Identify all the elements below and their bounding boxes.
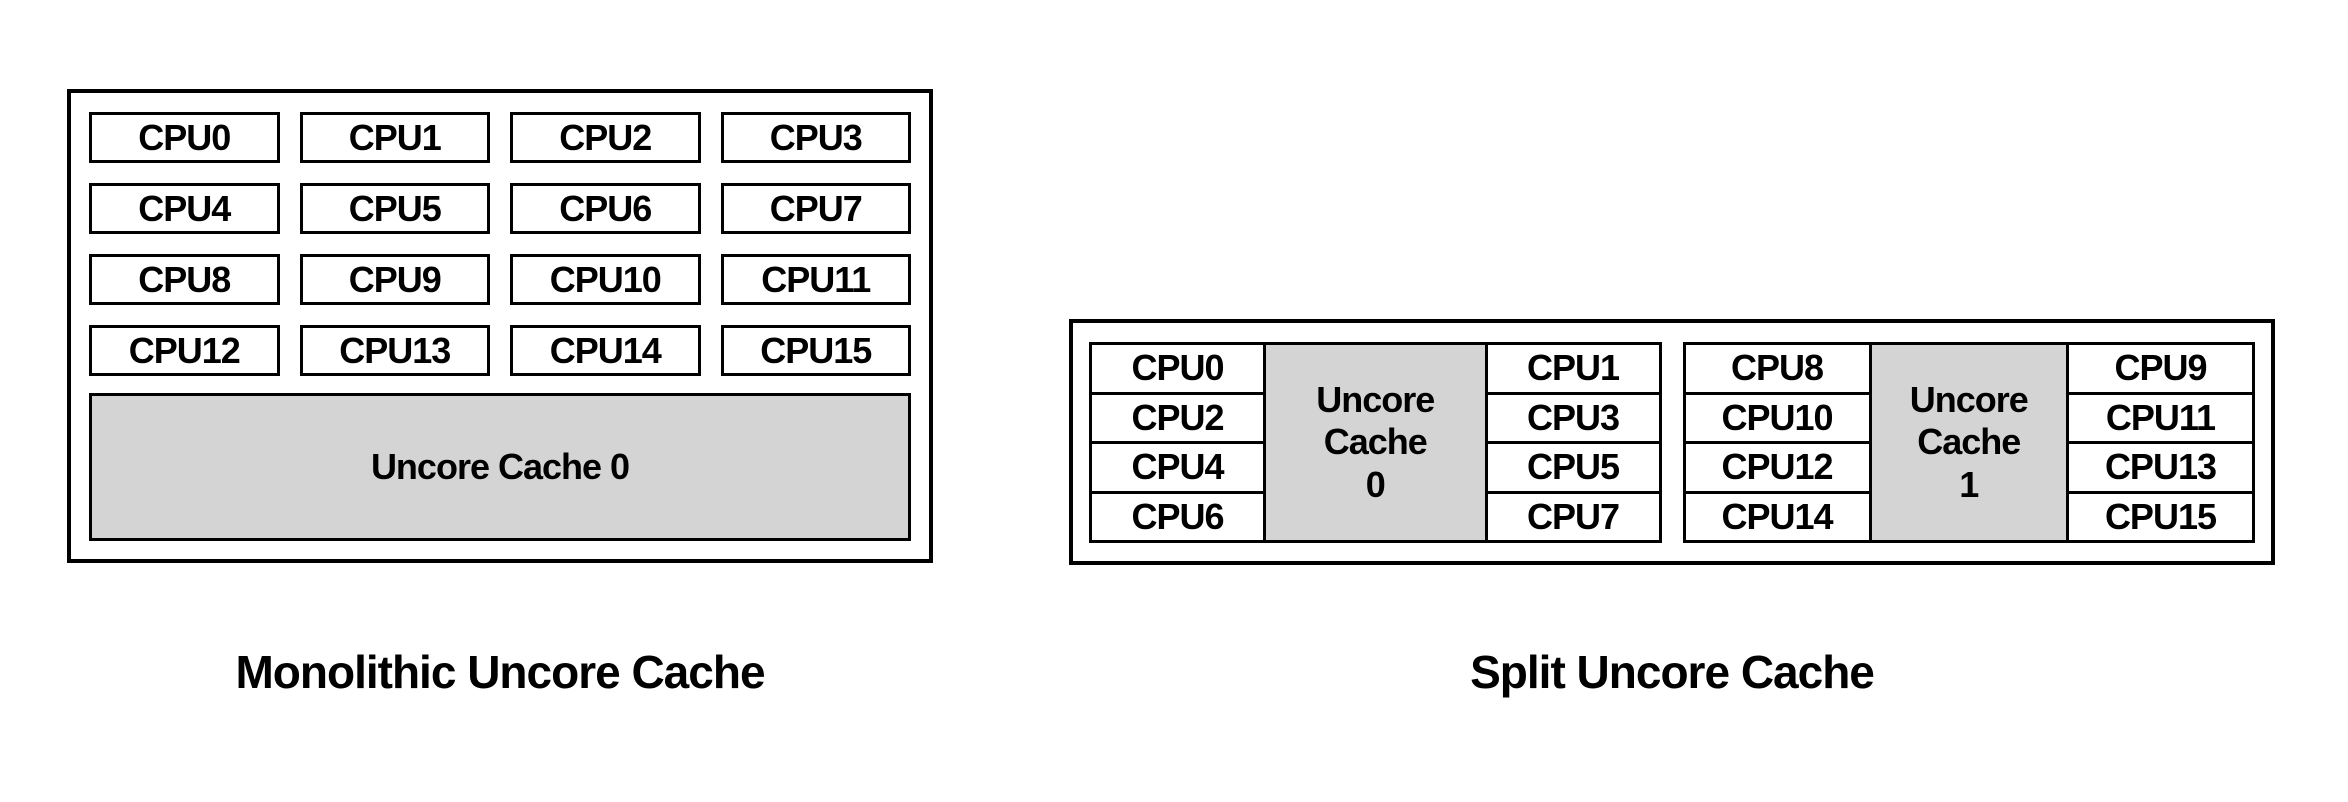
cpu-box: CPU13 (299, 325, 490, 376)
cpu-cell: CPU4 (1089, 441, 1266, 494)
cluster-row: CPU4 CPU5 (1089, 441, 1662, 494)
cpu-cell: CPU7 (1484, 490, 1662, 543)
cache-label-line: Cache (1323, 421, 1428, 463)
cpu-box: CPU12 (89, 325, 280, 376)
cluster-row: CPU0 Uncore Cache 0 CPU1 (1089, 342, 1662, 543)
cpu-cell: CPU9 (2065, 342, 2256, 395)
cluster-row: CPU12 CPU13 (1682, 441, 2256, 494)
cluster-row: CPU2 CPU3 (1089, 391, 1662, 444)
split-package-box: CPU0 Uncore Cache 0 CPU1 CPU2 CPU3 CPU4 … (1069, 319, 2275, 565)
cpu-box: CPU2 (510, 112, 701, 163)
cpu-box: CPU4 (89, 183, 280, 234)
cache-label-line: 1 (1959, 463, 1979, 505)
cpu-box: CPU3 (720, 112, 911, 163)
cpu-box: CPU7 (720, 183, 911, 234)
cluster-row: CPU6 CPU7 (1089, 490, 1662, 543)
cluster-row: CPU10 CPU11 (1682, 391, 2256, 444)
cpu-cluster-0: CPU0 Uncore Cache 0 CPU1 CPU2 CPU3 CPU4 … (1089, 342, 1662, 543)
cpu-box: CPU9 (299, 254, 490, 305)
cpu-box: CPU11 (720, 254, 911, 305)
cpu-cell: CPU5 (1484, 441, 1662, 494)
cpu-cell: CPU10 (1682, 391, 1872, 444)
cpu-cell: CPU3 (1484, 391, 1662, 444)
cpu-box: CPU5 (299, 183, 490, 234)
cpu-box: CPU0 (89, 112, 280, 163)
cpu-box: CPU6 (510, 183, 701, 234)
cpu-cell: CPU6 (1089, 490, 1266, 543)
cpu-cell: CPU12 (1682, 441, 1872, 494)
monolithic-cpu-grid: CPU0 CPU1 CPU2 CPU3 CPU4 CPU5 CPU6 CPU7 … (89, 112, 911, 376)
uncore-cache-0-box: Uncore Cache 0 (89, 393, 911, 541)
cache-label-line: Uncore (1909, 378, 2029, 420)
cache-label-line: Uncore (1316, 378, 1435, 420)
uncore-cache-0-cell: Uncore Cache 0 (1262, 342, 1488, 543)
cpu-box: CPU15 (720, 325, 911, 376)
cpu-cell: CPU14 (1682, 490, 1872, 543)
monolithic-package-box: CPU0 CPU1 CPU2 CPU3 CPU4 CPU5 CPU6 CPU7 … (67, 89, 933, 563)
cpu-box: CPU8 (89, 254, 280, 305)
monolithic-caption: Monolithic Uncore Cache (235, 646, 765, 698)
cpu-cell: CPU15 (2065, 490, 2256, 543)
cpu-cell: CPU8 (1682, 342, 1872, 395)
cpu-cell: CPU2 (1089, 391, 1266, 444)
cpu-box: CPU10 (510, 254, 701, 305)
cpu-cell: CPU0 (1089, 342, 1266, 395)
split-caption: Split Uncore Cache (1470, 646, 1875, 698)
cpu-cluster-1: CPU8 Uncore Cache 1 CPU9 CPU10 CPU11 CPU… (1682, 342, 2256, 543)
cluster-row: CPU8 Uncore Cache 1 CPU9 (1682, 342, 2256, 543)
cpu-cell: CPU13 (2065, 441, 2256, 494)
cache-label-line: Cache (1917, 421, 2021, 463)
cluster-row: CPU14 CPU15 (1682, 490, 2256, 543)
cpu-box: CPU1 (299, 112, 490, 163)
cpu-cell: CPU1 (1484, 342, 1662, 395)
cpu-box: CPU14 (510, 325, 701, 376)
cpu-cell: CPU11 (2065, 391, 2256, 444)
cache-label-line: 0 (1365, 463, 1386, 505)
uncore-cache-1-cell: Uncore Cache 1 (1868, 342, 2069, 543)
